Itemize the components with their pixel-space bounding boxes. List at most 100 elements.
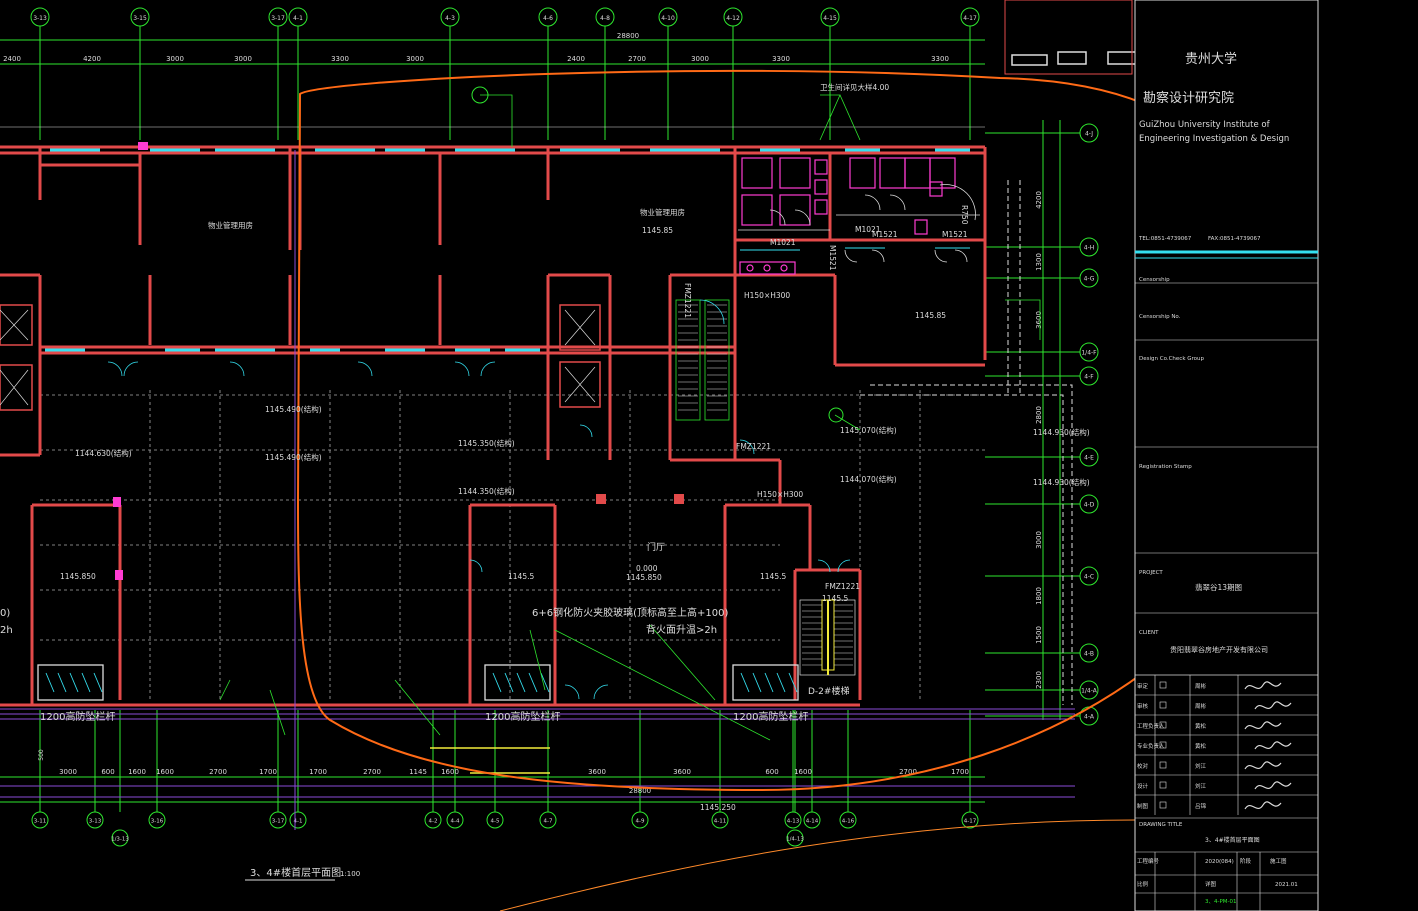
sign-role: 设计 <box>1137 782 1149 790</box>
top-dim: 3300 <box>772 55 790 63</box>
door-tag: FMZ1221 <box>825 582 860 591</box>
axis-label: 4-17 <box>964 819 977 825</box>
railing-note: 1200高防坠栏杆 <box>40 710 115 723</box>
reference-dashed-lines <box>40 390 985 700</box>
axis-label: 1/4-F <box>1081 350 1097 357</box>
drawing-label: DRAWING TITLE <box>1139 822 1183 828</box>
signature <box>1254 701 1292 710</box>
bottom-dim: 600 <box>765 768 778 776</box>
scale-label: 比例 <box>1137 880 1149 888</box>
bottom-dim: 1700 <box>259 768 277 776</box>
right-dim: 2300 <box>1035 671 1043 689</box>
sign-name: 刘江 <box>1195 762 1207 770</box>
axis-label: 4-16 <box>842 819 855 825</box>
right-dim: 4200 <box>1035 191 1043 209</box>
axis-label: 4-E <box>1084 455 1094 462</box>
elevators <box>0 304 601 411</box>
level-label: 1145.5 <box>508 572 534 581</box>
level-label: 1145.5 <box>822 594 848 603</box>
axis-label: 4-12 <box>726 15 740 22</box>
signature <box>1244 801 1282 810</box>
project-name: 翡翠谷13期图 <box>1195 582 1242 592</box>
level-label: 1145.070(结构) <box>840 425 897 435</box>
axis-bubble <box>960 7 980 27</box>
sign-name: 黄松 <box>1195 722 1207 730</box>
axis-label: 4-4 <box>451 819 460 825</box>
title-block <box>1134 0 1319 911</box>
level-label: 1145.250 <box>700 803 736 812</box>
bottom-dim: 1600 <box>794 768 812 776</box>
signature <box>1244 681 1282 690</box>
sign-role: 审定 <box>1137 682 1149 690</box>
sign-role: 审核 <box>1137 702 1149 710</box>
toilet-partitions <box>738 184 980 263</box>
level-label: 1145.850 <box>60 572 96 581</box>
axis-bubble <box>803 811 821 829</box>
axis-bubble <box>1079 342 1099 362</box>
axis-bubble <box>111 829 129 847</box>
bottom-dim: 1600 <box>156 768 174 776</box>
drawing-name: 3、4#楼首层平面图 <box>1205 836 1260 844</box>
signature <box>1254 741 1292 750</box>
bottom-total-dim: 28800 <box>629 787 651 795</box>
drawing-text: 物业管理用房 物业管理用房 1145.85 1145.85 1145.490(结… <box>60 82 1090 812</box>
signature <box>1254 781 1292 790</box>
door-tag: H150×H300 <box>757 490 803 499</box>
axis-label: 4-1 <box>294 819 303 825</box>
level-label: 1145.490(结构) <box>265 404 322 414</box>
client-name: 贵阳翡翠谷房地产开发有限公司 <box>1170 645 1268 654</box>
top-dim: 3000 <box>166 55 184 63</box>
level-label: 1145.850 <box>626 573 662 582</box>
axis-label: 4-D <box>1084 502 1095 509</box>
stair-1 <box>675 299 730 421</box>
axis-label: 4-17 <box>963 15 977 22</box>
door-tag: M1521 <box>942 230 968 239</box>
sign-name: 刘江 <box>1195 782 1207 790</box>
censorship: Censorship <box>1139 277 1170 283</box>
windows <box>45 148 970 352</box>
axis-label: 4-3 <box>445 15 455 22</box>
drawing-no: 3、4-PM-01 <box>1205 899 1237 905</box>
axis-bubble <box>595 7 615 27</box>
axis-bubble <box>289 811 307 829</box>
equipment-pits <box>37 664 799 701</box>
top-dim: 2400 <box>3 55 21 63</box>
bottom-dim: 3000 <box>59 768 77 776</box>
stage-label: 阶段 <box>1240 857 1252 865</box>
axis-label: 3-13 <box>89 819 102 825</box>
section-marker <box>471 86 844 423</box>
axis-label: 3-15 <box>133 15 147 22</box>
registration-stamp: Registration Stamp <box>1139 464 1192 470</box>
axis-bubble <box>784 811 802 829</box>
door-tag: FMZ1221 <box>736 442 771 451</box>
right-dim: 1800 <box>1035 587 1043 605</box>
level-label: 1144.930(结构) <box>1033 427 1090 437</box>
axis-label: 3-13 <box>33 15 47 22</box>
axis-bubble <box>1079 268 1099 288</box>
axis-bubble <box>1079 237 1099 257</box>
axis-bubble <box>1079 643 1099 663</box>
axis-label: 4-13 <box>787 819 800 825</box>
level-label: 1144.930(结构) <box>1033 477 1090 487</box>
bottom-dim: 2700 <box>209 768 227 776</box>
censorship-no: Censorship No. <box>1139 314 1181 320</box>
axis-bubble <box>148 811 166 829</box>
bottom-dim: 600 <box>101 768 114 776</box>
bottom-dim: 2700 <box>363 768 381 776</box>
sign-name: 周彬 <box>1195 702 1207 710</box>
axis-label: 3-11 <box>34 819 46 825</box>
institute-name: 勘察设计研究院 <box>1143 91 1234 106</box>
axis-bubble <box>1079 366 1099 386</box>
axis-label: 4-5 <box>491 819 500 825</box>
level-label: 1145.85 <box>642 226 673 235</box>
axis-label: 4-14 <box>806 819 819 825</box>
right-dim: 3600 <box>1035 311 1043 329</box>
axis-label: 3-16 <box>151 819 164 825</box>
axis-label: 3-17 <box>271 15 285 22</box>
axis-bubble <box>440 7 460 27</box>
left-dim: 500 <box>38 749 45 761</box>
axis-bubble <box>30 7 50 27</box>
top-dim: 4200 <box>83 55 101 63</box>
